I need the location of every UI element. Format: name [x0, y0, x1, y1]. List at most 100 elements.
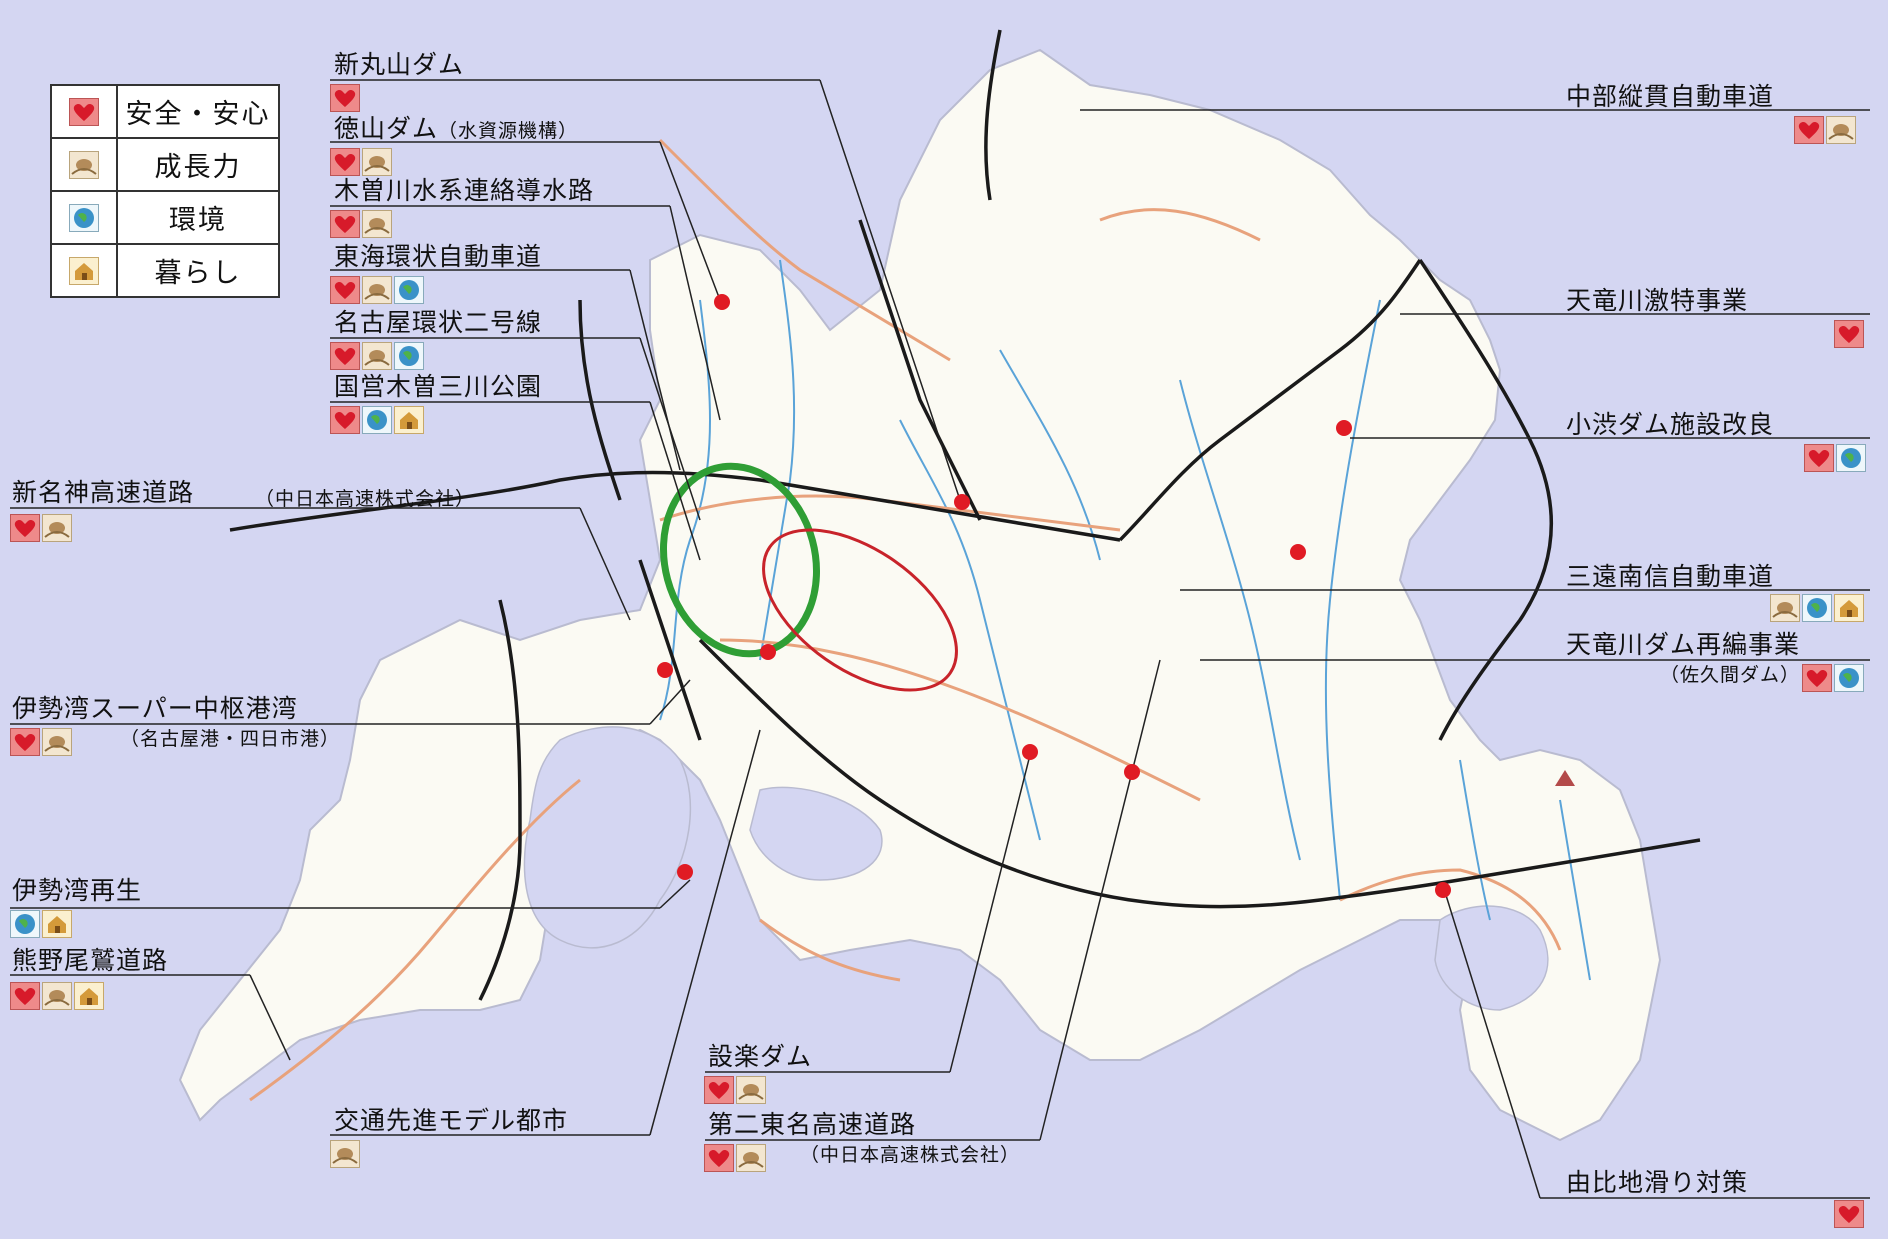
hands-icon [362, 210, 392, 238]
suruga-bay [1434, 905, 1549, 1011]
project-label: 天竜川激特事業 [1566, 286, 1749, 315]
project-badges [10, 728, 72, 756]
project-badges [1834, 320, 1864, 348]
project-label: 設楽ダム [708, 1042, 813, 1071]
heart-icon [1794, 116, 1824, 144]
project-note: （中日本高速株式会社） [255, 488, 476, 510]
hands-icon [362, 276, 392, 304]
heart-icon [1802, 664, 1832, 692]
project-label: 伊勢湾再生 [12, 876, 143, 905]
project-badges [10, 514, 72, 542]
heart-icon [330, 210, 360, 238]
globe-icon [1802, 594, 1832, 622]
heart-icon [1804, 444, 1834, 472]
project-badges [330, 1140, 360, 1168]
project-badges [10, 910, 72, 938]
heart-icon [330, 148, 360, 176]
legend-label: 成長力 [154, 152, 242, 183]
project-badges [330, 210, 392, 238]
ring-road-red [762, 528, 958, 692]
project-badges [10, 982, 104, 1010]
heart-icon [1834, 1200, 1864, 1228]
project-note: （佐久間ダム） [1660, 664, 1801, 686]
project-label: 熊野尾鷲道路 [12, 946, 169, 975]
hands-icon [42, 982, 72, 1010]
project-label: 三遠南信自動車道 [1566, 562, 1775, 591]
heart-icon [704, 1144, 734, 1172]
heart-icon [10, 514, 40, 542]
project-badges [1794, 116, 1856, 144]
hands-icon [42, 728, 72, 756]
globe-icon [362, 406, 392, 434]
heart-icon [10, 982, 40, 1010]
project-badges [330, 276, 424, 304]
project-badges [1802, 664, 1864, 692]
hands-icon [362, 148, 392, 176]
globe-icon [1834, 664, 1864, 692]
heart-icon [330, 342, 360, 370]
project-label: 徳山ダム（水資源機構） [334, 114, 579, 143]
project-note: （中日本高速株式会社） [800, 1144, 1021, 1166]
project-label: 東海環状自動車道 [334, 242, 543, 271]
hands-icon [42, 514, 72, 542]
house-icon [52, 245, 118, 296]
hands-icon [1826, 116, 1856, 144]
project-badges [330, 406, 424, 434]
leader-lines [10, 79, 1870, 1199]
project-badges [1834, 1200, 1864, 1228]
legend-row: 成長力 [52, 139, 278, 192]
project-badges [330, 148, 392, 176]
project-points [657, 294, 1451, 898]
project-label: 名古屋環状二号線 [334, 308, 543, 337]
hands-icon [330, 1140, 360, 1168]
legend-label: 安全・安心 [125, 99, 271, 130]
project-label: 天竜川ダム再編事業 [1566, 630, 1801, 659]
legend-label: 暮らし [154, 258, 242, 289]
project-label: 新丸山ダム [334, 50, 465, 79]
project-label: 伊勢湾スーパー中枢港湾 [12, 694, 298, 723]
legend-label: 環境 [169, 205, 227, 236]
project-label: 小渋ダム施設改良 [1566, 410, 1775, 439]
hands-icon [736, 1144, 766, 1172]
legend-row: 暮らし [52, 245, 278, 296]
heart-icon [330, 406, 360, 434]
project-label: 由比地滑り対策 [1566, 1168, 1749, 1197]
project-label: 第二東名高速道路 [708, 1110, 917, 1139]
project-badges [704, 1144, 766, 1172]
mikawa-bay [749, 786, 883, 881]
hands-icon [52, 139, 118, 190]
project-badges [1804, 444, 1866, 472]
house-icon [42, 910, 72, 938]
ise-bay [523, 726, 692, 949]
heart-icon [704, 1076, 734, 1104]
globe-icon [394, 276, 424, 304]
mount-fuji-icon [1555, 770, 1575, 786]
expressways [229, 29, 1701, 1001]
legend-row: 環境 [52, 192, 278, 245]
globe-icon [1836, 444, 1866, 472]
legend: 安全・安心 成長力 環境 暮らし [50, 84, 280, 298]
globe-icon [394, 342, 424, 370]
project-label: 国営木曽三川公園 [334, 372, 543, 401]
project-label: 木曽川水系連絡導水路 [334, 176, 595, 205]
project-badges [330, 84, 360, 112]
hands-icon [1770, 594, 1800, 622]
house-icon [74, 982, 104, 1010]
project-badges [704, 1076, 766, 1104]
project-label: 中部縦貫自動車道 [1566, 82, 1775, 111]
heart-icon [52, 86, 118, 137]
house-icon [1834, 594, 1864, 622]
heart-icon [1834, 320, 1864, 348]
hands-icon [736, 1076, 766, 1104]
project-badges [330, 342, 424, 370]
house-icon [394, 406, 424, 434]
heart-icon [10, 728, 40, 756]
project-note: （名古屋港・四日市港） [120, 728, 341, 750]
heart-icon [330, 276, 360, 304]
globe-icon [52, 192, 118, 243]
hands-icon [362, 342, 392, 370]
project-badges [1770, 594, 1864, 622]
project-label: 交通先進モデル都市 [334, 1106, 569, 1135]
project-label: 新名神高速道路 [12, 478, 195, 507]
